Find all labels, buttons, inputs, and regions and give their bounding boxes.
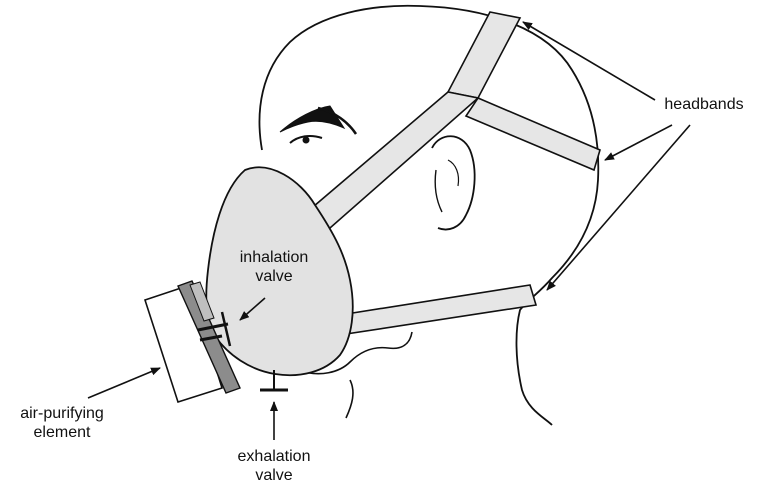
air-purifying-arrow [88,368,160,398]
inhalation-label-line1: inhalation [224,248,324,267]
ear [432,136,475,229]
exhalation-label-line1: exhalation [224,447,324,466]
inhalation-label-line2: valve [224,267,324,286]
headbands-arrows [523,22,690,290]
exhalation-valve-label: exhalation valve [224,447,324,485]
inhalation-valve-label: inhalation valve [224,248,324,286]
air-purifying-label-line1: air-purifying [2,404,122,423]
headbands-label: headbands [654,95,754,114]
air-purifying-label-line2: element [2,423,122,442]
exhalation-label-line2: valve [224,466,324,485]
headbands-label-text: headbands [654,95,754,114]
eyebrow [280,106,344,132]
neck-outline [346,380,353,418]
air-purifying-element-label: air-purifying element [2,404,122,442]
